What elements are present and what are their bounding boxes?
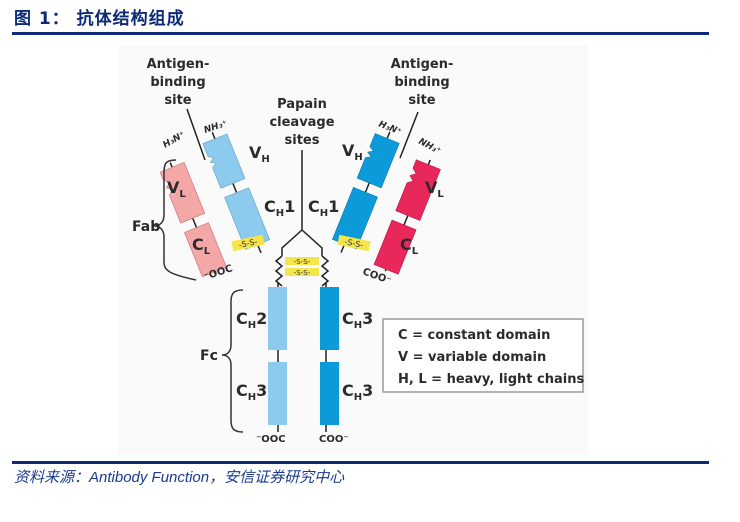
svg-text:CH2: CH2 xyxy=(236,309,267,331)
svg-text:CH1: CH1 xyxy=(308,197,339,219)
svg-text:binding: binding xyxy=(150,75,205,90)
svg-text:CL: CL xyxy=(400,235,419,257)
legend-item: C = constant domain xyxy=(398,328,550,343)
svg-text:CH3: CH3 xyxy=(342,381,373,403)
vh-right-domain xyxy=(356,133,400,189)
hinge-lines xyxy=(281,229,323,256)
title-rule xyxy=(12,32,709,35)
svg-text:CH3: CH3 xyxy=(342,309,373,331)
antigen-binding-label-left: Antigen- binding site xyxy=(147,57,210,108)
legend-item: H, L = heavy, light chains xyxy=(398,372,584,387)
svg-text:Fab: Fab xyxy=(132,219,160,235)
svg-text:-S-S-: -S-S- xyxy=(344,237,364,250)
legend-item: V = variable domain xyxy=(398,350,546,365)
hinge-zigzag-right xyxy=(320,255,330,287)
svg-text:site: site xyxy=(408,93,435,108)
left-arm-disulfide xyxy=(231,234,265,252)
svg-text:sites: sites xyxy=(285,133,320,148)
cl-left-domain xyxy=(184,222,227,278)
ch3-left-domain xyxy=(268,362,287,425)
figure-source: 资料来源：Antibody Function，安信证券研究中心 xyxy=(14,466,344,487)
vl-right-domain xyxy=(395,159,441,221)
svg-text:VH: VH xyxy=(342,141,363,163)
source-reference: Antibody Function xyxy=(89,469,210,486)
svg-text:-S-S-: -S-S- xyxy=(294,258,311,266)
svg-text:VL: VL xyxy=(167,178,186,200)
right-heavy-chain xyxy=(332,131,400,253)
hinge-disulfide-1 xyxy=(285,257,319,265)
fab-brace xyxy=(153,159,197,281)
left-light-chain xyxy=(159,161,227,278)
hinge-disulfide-2 xyxy=(285,268,319,276)
svg-text:binding: binding xyxy=(394,75,449,90)
svg-text:CL: CL xyxy=(192,235,211,257)
figure-title: 图 1： 抗体结构组成 xyxy=(14,9,185,29)
svg-text:-S-S-: -S-S- xyxy=(294,269,311,277)
svg-text:⁻OOC: ⁻OOC xyxy=(256,434,286,445)
svg-text:site: site xyxy=(164,93,191,108)
papain-cleavage-label: Papain cleavage sites xyxy=(269,97,334,148)
source-rule xyxy=(12,461,709,464)
ch3-right-bottom-domain xyxy=(320,362,339,425)
antigen-binding-label-right: Antigen- binding site xyxy=(391,57,454,108)
fc-brace xyxy=(221,289,244,433)
source-prefix: 资料来源： xyxy=(14,468,90,486)
svg-text:COO⁻: COO⁻ xyxy=(319,434,349,445)
svg-text:cleavage: cleavage xyxy=(269,115,334,130)
svg-text:Fc: Fc xyxy=(200,348,218,364)
svg-text:CH1: CH1 xyxy=(264,197,295,219)
vh-left-domain xyxy=(202,133,246,189)
domain-labels: VL CL VH CH1 CH1 VH VL CL CH2 CH3 CH3 CH… xyxy=(167,141,444,403)
right-arm-disulfide xyxy=(337,234,371,252)
ch2-left-domain xyxy=(268,287,287,350)
legend-box xyxy=(382,318,584,393)
hinge-zigzag-left xyxy=(274,255,284,287)
svg-text:Papain: Papain xyxy=(277,97,327,112)
source-suffix: ，安信证券研究中心 xyxy=(209,468,345,486)
svg-text:VL: VL xyxy=(425,178,444,200)
antigen-pointer-right xyxy=(399,111,419,159)
svg-text:VH: VH xyxy=(249,143,270,165)
svg-text:Antigen-: Antigen- xyxy=(391,57,454,72)
svg-text:CH3: CH3 xyxy=(236,381,267,403)
svg-text:Antigen-: Antigen- xyxy=(147,57,210,72)
antigen-pointer-left xyxy=(186,108,206,161)
vl-left-domain xyxy=(159,161,206,224)
ch3-right-top-domain xyxy=(320,287,339,350)
left-heavy-chain xyxy=(202,132,271,254)
right-light-chain xyxy=(373,159,441,275)
cl-right-domain xyxy=(373,219,417,275)
svg-text:-S-S-: -S-S- xyxy=(238,237,258,250)
